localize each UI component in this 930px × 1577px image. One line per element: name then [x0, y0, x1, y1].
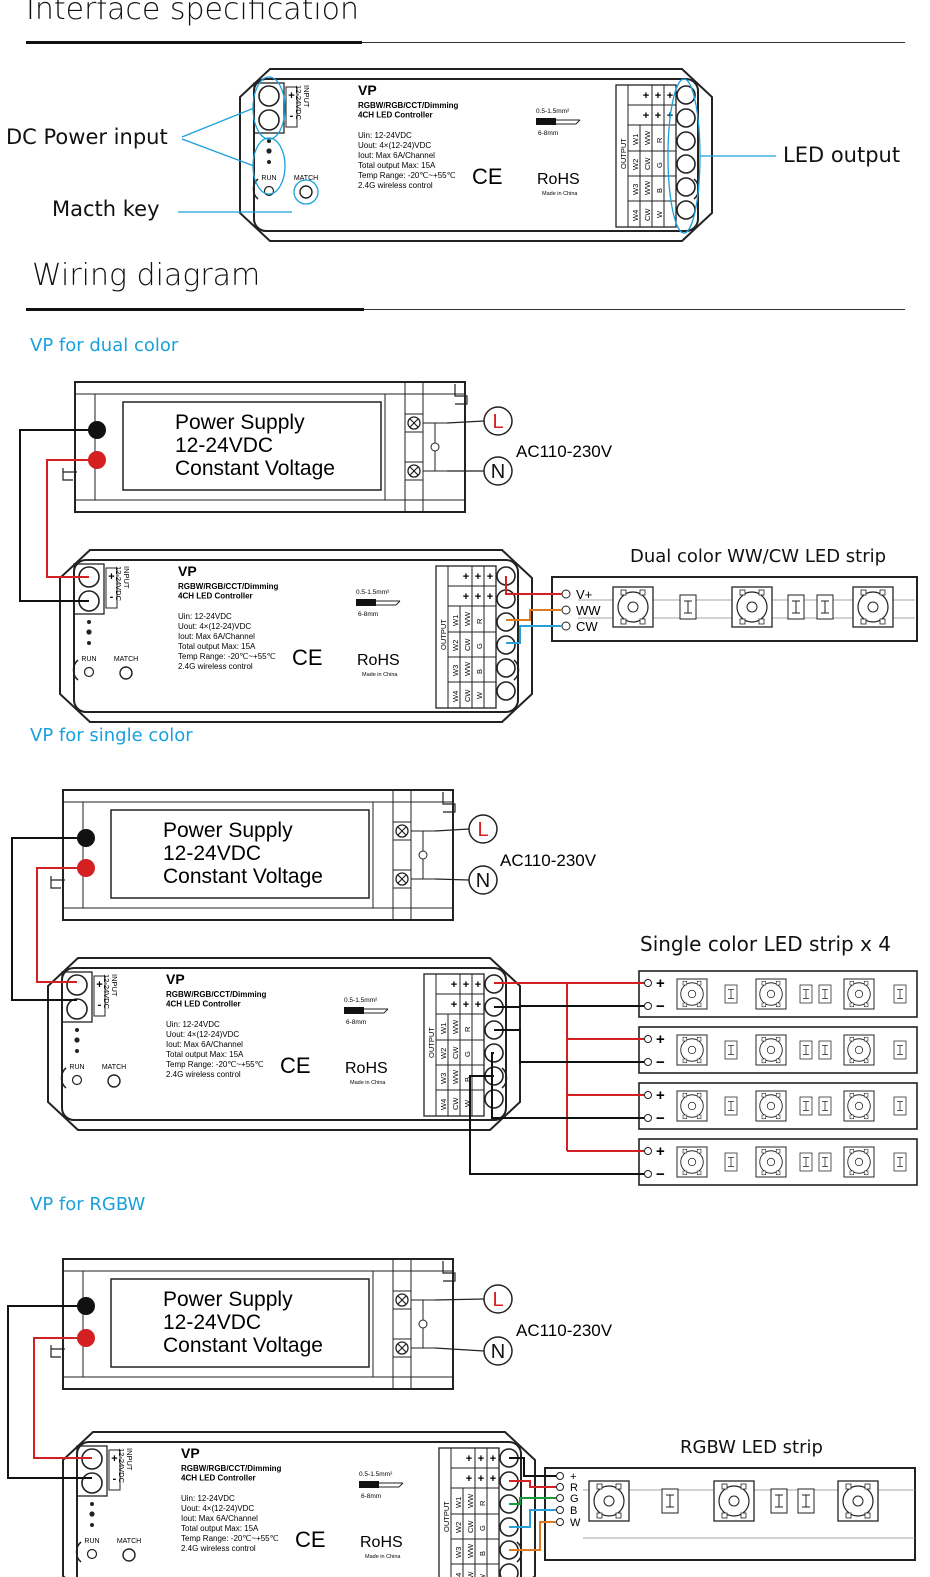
- wiring-diagram-title: Wiring diagram: [32, 258, 261, 293]
- s-d1-text: WW: [576, 603, 601, 618]
- match-key-highlight: [293, 179, 319, 205]
- s-r0-text: +: [570, 1471, 576, 1483]
- single-color-diagram: AC110-230V + −: [11, 789, 918, 1185]
- led-output-label: LED output: [783, 143, 901, 167]
- s-d0-text: V+: [576, 587, 592, 602]
- single-strip-title: Single color LED strip x 4: [640, 932, 891, 956]
- dual-color-diagram: AC110-230V V+ WW CW: [19, 381, 918, 723]
- dc-power-input-label: DC Power input: [6, 125, 168, 149]
- interface-controller: [178, 68, 776, 242]
- interface-title-underline: [26, 41, 362, 44]
- wiring-title-rule: [364, 309, 905, 310]
- single-color-heading: VP for single color: [30, 725, 193, 746]
- p-ac-text: AC110-230V: [516, 1321, 613, 1340]
- s-d2-text: CW: [576, 619, 598, 634]
- interface-title-rule: [362, 42, 905, 43]
- p-ac-text: AC110-230V: [500, 851, 597, 870]
- s-r1-text: R: [570, 1482, 578, 1494]
- wiring-title-underline: [26, 308, 364, 311]
- interface-spec-title: Interface specification: [26, 0, 360, 27]
- s-minus-text: −: [656, 998, 665, 1015]
- s-r4-text: W: [570, 1517, 581, 1529]
- rgbw-heading: VP for RGBW: [30, 1194, 146, 1215]
- rgbw-strip-title: RGBW LED strip: [680, 1437, 823, 1458]
- p-ac-text: AC110-230V: [516, 442, 613, 461]
- s-r3-text: B: [570, 1505, 577, 1517]
- dual-color-heading: VP for dual color: [30, 335, 179, 356]
- s-r2-text: G: [570, 1493, 579, 1505]
- rgbw-diagram: AC110-230V + R G B W: [7, 1258, 916, 1577]
- s-plus-text: +: [656, 975, 665, 992]
- dual-strip-title: Dual color WW/CW LED strip: [630, 546, 887, 567]
- match-key-label: Macth key: [52, 197, 160, 221]
